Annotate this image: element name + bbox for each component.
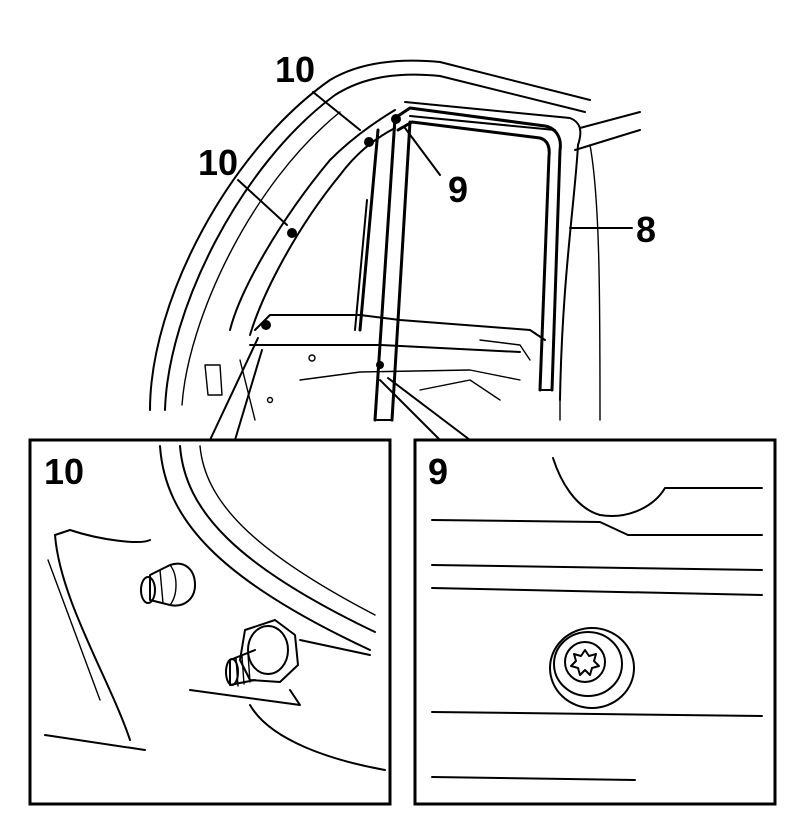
door-inner-panel bbox=[204, 314, 546, 421]
torx-screw-icon bbox=[549, 627, 635, 709]
callout-clip-lower: 10 bbox=[198, 142, 238, 183]
screw-bottom-fastener bbox=[376, 361, 384, 369]
clip-bottom-fastener bbox=[261, 320, 271, 330]
glass-run-channel bbox=[354, 106, 562, 422]
clip-lower-fastener bbox=[287, 228, 297, 238]
detail-panel-screw: 9 bbox=[413, 438, 777, 806]
detail-panel-clip: 10 bbox=[28, 438, 392, 806]
clip-upper-fastener bbox=[364, 137, 374, 147]
zoom-connector-right bbox=[379, 377, 471, 441]
door-frame-outline bbox=[149, 59, 641, 421]
leader-lines bbox=[237, 91, 633, 229]
stud-bolt-icon bbox=[225, 619, 299, 687]
zoom-connector-left bbox=[209, 337, 263, 441]
callout-weatherstrip: 8 bbox=[636, 209, 656, 250]
detail-clip-label: 10 bbox=[44, 451, 84, 492]
callout-clip-upper: 10 bbox=[275, 49, 315, 90]
callout-screw: 9 bbox=[448, 169, 468, 210]
plastic-clip-icon bbox=[140, 562, 196, 607]
detail-screw-label: 9 bbox=[428, 451, 448, 492]
screw-top-fastener bbox=[391, 114, 401, 124]
